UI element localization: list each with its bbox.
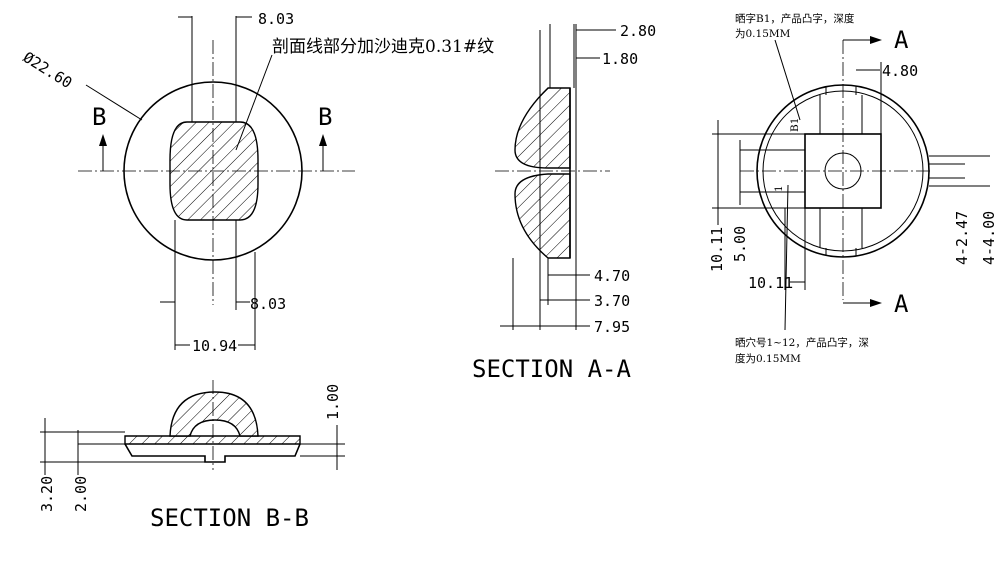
right-view [712, 36, 990, 331]
front-view [78, 16, 355, 350]
dim-front-top: 8.03 [258, 10, 294, 28]
dim-a-top1: 2.80 [620, 22, 656, 40]
dim-right-s2: 4-4.00 [980, 211, 998, 265]
title-section-aa: SECTION A-A [472, 355, 631, 383]
dim-front-bottom: 8.03 [250, 295, 286, 313]
section-a-a [495, 24, 616, 330]
section-b-b [40, 380, 345, 475]
section-a-lower-hatch [514, 173, 571, 259]
dim-bb-height: 1.00 [324, 384, 342, 420]
section-a-upper-hatch [514, 87, 571, 169]
dim-right-h1: 10.11 [708, 227, 726, 272]
note-top-line2: 为0.15MM [735, 28, 791, 40]
note-top-line1: 晒字B1，产品凸字，深度 [735, 12, 855, 25]
dim-front-width: 10.94 [192, 337, 237, 355]
note-bottom-line2: 度为0.15MM [735, 352, 801, 365]
dim-a-top2: 1.80 [602, 50, 638, 68]
dim-diameter: Ø22.60 [20, 48, 75, 92]
dim-a-bot3: 7.95 [594, 318, 630, 336]
mark-1: 1 [773, 185, 785, 192]
title-section-bb: SECTION B-B [150, 504, 309, 532]
dim-a-bot1: 4.70 [594, 267, 630, 285]
note-bottom-line1: 晒穴号1~12，产品凸字，深 [735, 336, 869, 349]
dim-right-h2: 5.00 [731, 226, 749, 262]
dim-right-s1: 4-2.47 [953, 211, 971, 265]
dim-right-w: 10.11 [748, 274, 793, 292]
dim-a-bot2: 3.70 [594, 292, 630, 310]
hatch-note: 剖面线部分加沙迪克0.31#纹 [272, 37, 494, 57]
dim-bb-l1: 3.20 [38, 476, 56, 512]
dim-bb-l2: 2.00 [72, 476, 90, 512]
section-b-plate-hatch [124, 435, 301, 445]
mark-b1: B1 [789, 118, 801, 132]
section-b-dome-hatch [169, 391, 259, 437]
dim-right-top: 4.80 [882, 62, 918, 80]
label-section-a-top: A [894, 26, 909, 54]
label-section-a-bottom: A [894, 290, 909, 318]
label-section-b-left: B [92, 103, 106, 131]
label-section-b-right: B [318, 103, 332, 131]
